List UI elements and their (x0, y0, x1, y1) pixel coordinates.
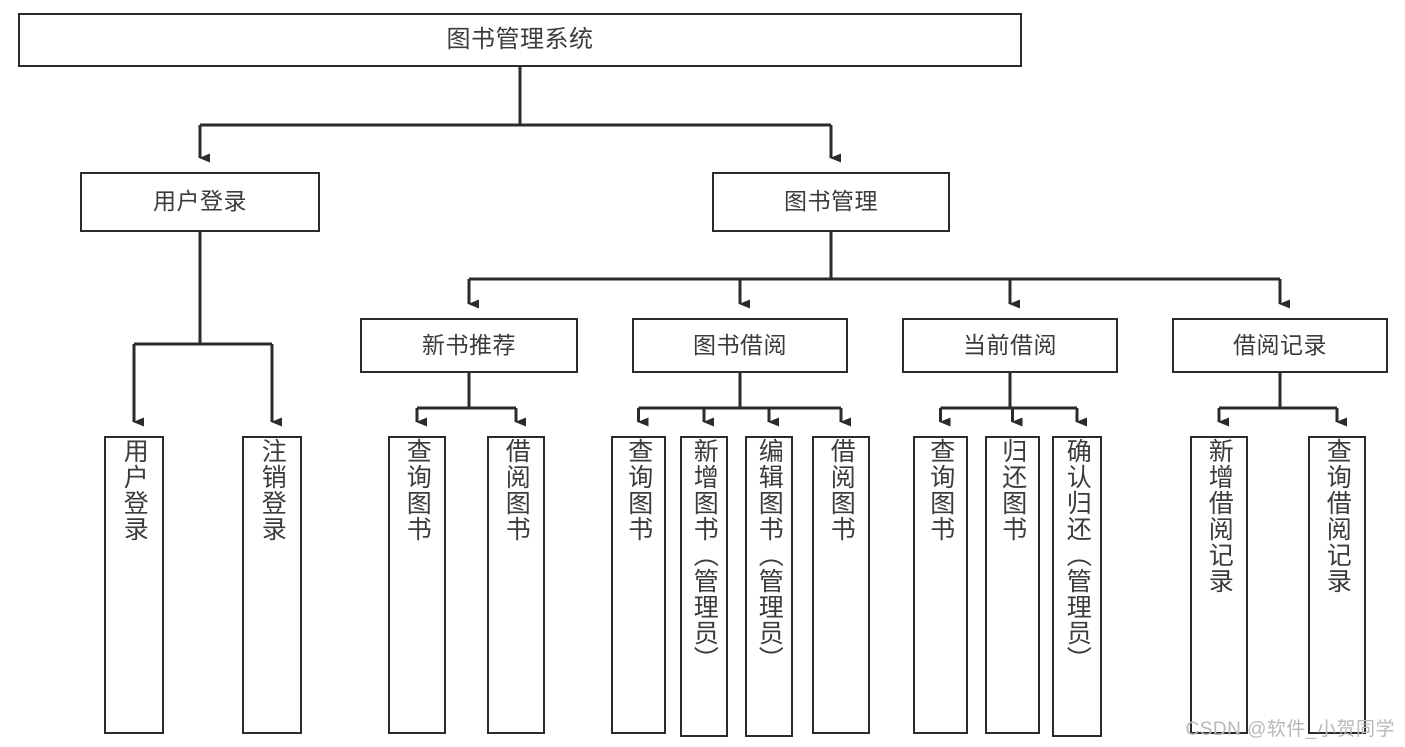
node-leaf-confirm-return-admin-label: 确认归还（管理员） (1063, 438, 1092, 672)
node-user-login-module-label: 用户登录 (153, 188, 247, 215)
node-leaf-query-borrow-record[interactable]: 查询借阅记录 (1308, 436, 1366, 734)
node-book-borrow[interactable]: 图书借阅 (632, 318, 848, 373)
node-leaf-add-book-admin[interactable]: 新增图书（管理员） (680, 436, 728, 737)
node-leaf-query-borrow-record-label: 查询借阅记录 (1323, 438, 1352, 594)
node-leaf-borrow-query-book[interactable]: 查询图书 (611, 436, 666, 734)
node-leaf-user-login-label: 用户登录 (120, 438, 149, 542)
node-leaf-borrow-query-book-label: 查询图书 (624, 438, 653, 542)
node-current-borrow-label: 当前借阅 (963, 331, 1057, 358)
node-current-borrow[interactable]: 当前借阅 (902, 318, 1118, 373)
node-leaf-new-borrow-book-label: 借阅图书 (502, 438, 531, 542)
node-leaf-add-borrow-record[interactable]: 新增借阅记录 (1190, 436, 1248, 734)
node-leaf-add-borrow-record-label: 新增借阅记录 (1205, 438, 1234, 594)
node-leaf-return-book-label: 归还图书 (998, 438, 1027, 542)
node-leaf-borrow-book-label: 借阅图书 (827, 438, 856, 542)
node-leaf-current-query-book[interactable]: 查询图书 (913, 436, 968, 734)
node-root[interactable]: 图书管理系统 (18, 13, 1022, 67)
node-new-book-recommend-label: 新书推荐 (422, 331, 516, 358)
node-leaf-new-borrow-book[interactable]: 借阅图书 (487, 436, 545, 734)
node-leaf-add-book-admin-label: 新增图书（管理员） (690, 438, 719, 672)
node-book-management-module[interactable]: 图书管理 (712, 172, 950, 232)
node-new-book-recommend[interactable]: 新书推荐 (360, 318, 578, 373)
node-leaf-new-query-book[interactable]: 查询图书 (388, 436, 446, 734)
node-leaf-return-book[interactable]: 归还图书 (985, 436, 1040, 734)
node-leaf-edit-book-admin[interactable]: 编辑图书（管理员） (745, 436, 793, 737)
node-book-borrow-label: 图书借阅 (693, 331, 787, 358)
node-leaf-current-query-book-label: 查询图书 (926, 438, 955, 542)
node-root-label: 图书管理系统 (446, 25, 594, 53)
node-borrow-record[interactable]: 借阅记录 (1172, 318, 1388, 373)
node-book-management-module-label: 图书管理 (784, 188, 878, 215)
node-leaf-user-logout-label: 注销登录 (258, 438, 287, 542)
node-leaf-new-query-book-label: 查询图书 (403, 438, 432, 542)
node-leaf-user-logout[interactable]: 注销登录 (242, 436, 302, 734)
node-leaf-edit-book-admin-label: 编辑图书（管理员） (755, 438, 784, 672)
node-borrow-record-label: 借阅记录 (1233, 331, 1327, 358)
node-leaf-confirm-return-admin[interactable]: 确认归还（管理员） (1052, 436, 1102, 737)
node-leaf-user-login[interactable]: 用户登录 (104, 436, 164, 734)
node-user-login-module[interactable]: 用户登录 (80, 172, 320, 232)
node-leaf-borrow-book[interactable]: 借阅图书 (812, 436, 870, 734)
csdn-watermark: CSDN @软件_小贺同学 (1185, 719, 1395, 740)
